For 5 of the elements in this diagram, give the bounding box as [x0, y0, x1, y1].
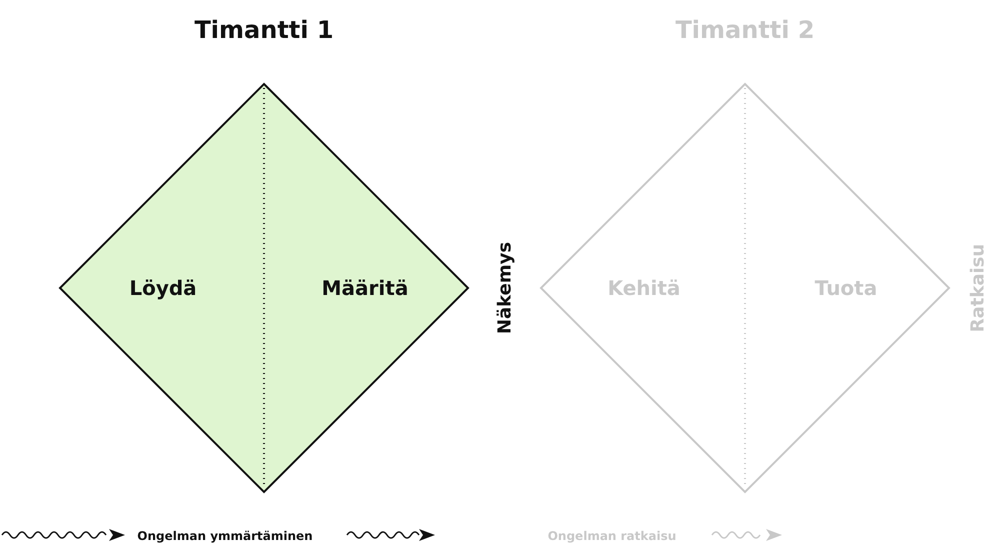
milestone-label: Näkemys	[494, 242, 516, 334]
stage-title: Timantti 1	[193, 16, 335, 44]
phase-label: Määritä	[322, 276, 408, 300]
phase-label: Löydä	[129, 276, 197, 300]
phase-caption: Ongelman ymmärtäminen	[137, 529, 313, 543]
